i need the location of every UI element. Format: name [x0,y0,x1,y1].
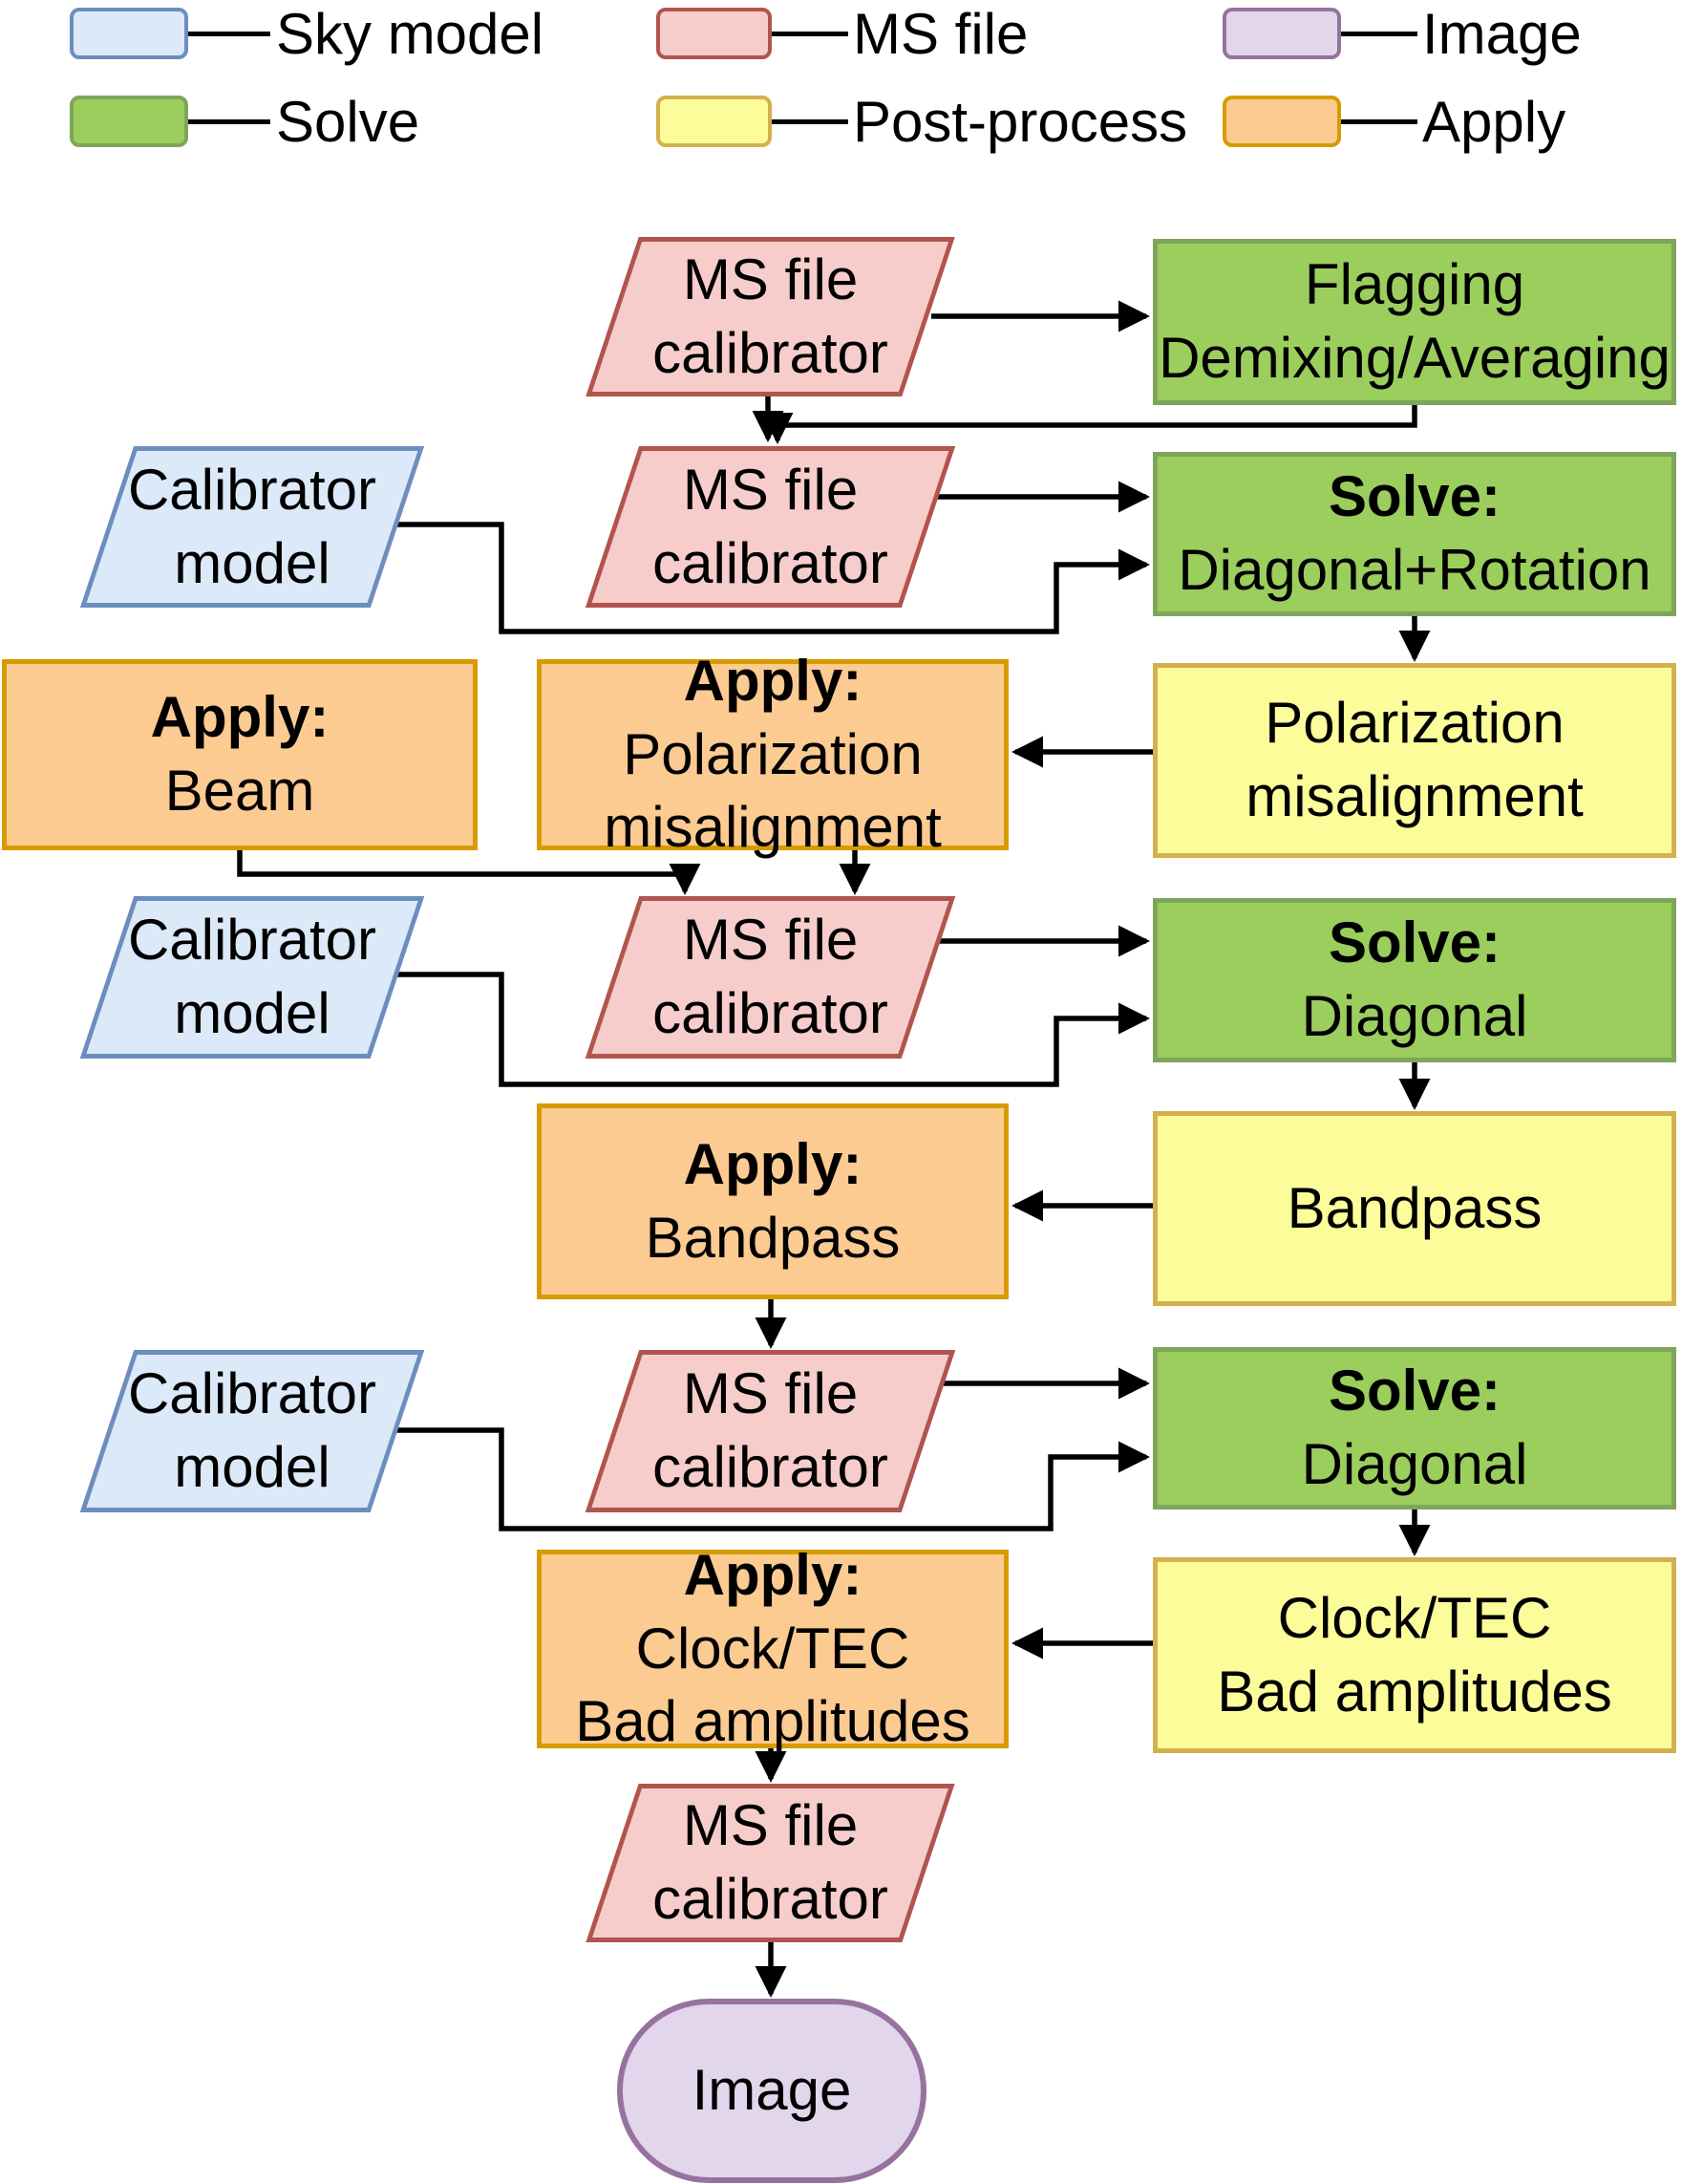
node-label: Demixing/Averaging [1159,326,1671,390]
node-solve-diagonal-rotation: Solve: Diagonal+Rotation [1153,452,1676,616]
node-label: calibrator [652,530,888,595]
node-label: Clock/TEC [635,1616,910,1681]
node-label: MS file [682,1793,859,1858]
node-apply-polarization-misalignment: Apply: Polarization misalignment [537,649,1009,859]
node-ms-file-calibrator-5: MS file calibrator [586,1784,955,1942]
node-apply-bandpass: Apply: Bandpass [537,1103,1009,1299]
node-label: Apply: [150,685,330,750]
edge-applybeam-to-ms3 [237,850,701,895]
node-label: Bad amplitudes [575,1689,970,1754]
node-calibrator-model-3: Calibrator model [79,1350,425,1512]
node-label: calibrator [652,320,888,385]
legend-image-connector [1341,32,1417,36]
node-solve-diagonal-2: Solve: Diagonal [1153,1347,1676,1510]
legend-post-process-swatch [656,96,772,147]
node-label: model [174,1435,330,1499]
node-calibrator-model-2: Calibrator model [79,896,425,1059]
legend-sky-model-label: Sky model [276,2,544,66]
node-label: calibrator [652,1435,888,1499]
legend-sky-model-connector [188,32,270,36]
node-label: Apply: [683,648,862,713]
legend-apply-swatch [1223,96,1341,147]
legend-ms-file-swatch [656,8,772,59]
node-label: Polarization [1265,691,1565,756]
node-apply-beam: Apply: Beam [2,659,478,850]
node-label: calibrator [652,981,888,1045]
node-label: Bandpass [645,1205,901,1270]
edge-cal2-to-solve2 [390,972,1150,1087]
legend-post-process-connector [772,119,848,124]
node-apply-clock-tec-bad-amplitudes: Apply: Clock/TEC Bad amplitudes [537,1543,1009,1753]
node-label: Solve: [1328,1359,1501,1424]
edge-flagging-to-ms2 [761,405,1417,444]
node-clock-tec-bad-amplitudes: Clock/TEC Bad amplitudes [1153,1557,1676,1753]
node-label: model [174,530,330,595]
legend-image-label: Image [1422,2,1582,66]
node-label: MS file [682,908,859,973]
node-label: Image [692,2058,852,2123]
node-ms-file-calibrator-1: MS file calibrator [586,237,955,396]
legend-ms-file-label: MS file [853,2,1029,66]
node-bandpass: Bandpass [1153,1111,1676,1306]
node-label: Diagonal [1301,1432,1528,1496]
node-label: MS file [682,457,859,522]
node-flagging-demixing-averaging: Flagging Demixing/Averaging [1153,239,1676,405]
node-label: misalignment [1246,764,1584,828]
node-label: calibrator [652,1867,888,1931]
node-label: Solve: [1328,464,1501,529]
node-label: Apply: [683,1131,862,1196]
node-label: Flagging [1304,252,1525,317]
node-label: Calibrator [127,1361,377,1426]
node-polarization-misalignment: Polarization misalignment [1153,663,1676,858]
node-image: Image [617,1999,926,2183]
node-label: misalignment [604,795,942,860]
legend-solve-connector [188,119,270,124]
node-label: Beam [164,759,315,823]
node-ms-file-calibrator-4: MS file calibrator [585,1350,956,1512]
node-calibrator-model-1: Calibrator model [79,446,425,608]
node-label: Diagonal+Rotation [1178,538,1651,602]
edge-cal3-to-solve3 [387,1427,1150,1531]
node-label: MS file [682,1361,859,1426]
legend-ms-file-connector [772,32,848,36]
node-ms-file-calibrator-3: MS file calibrator [585,896,956,1059]
node-label: Apply: [683,1542,862,1607]
node-label: Bad amplitudes [1217,1659,1612,1724]
legend-post-process-label: Post-process [853,90,1188,154]
node-label: Bandpass [1287,1175,1543,1240]
legend-solve-swatch [70,96,188,147]
node-label: Solve: [1328,910,1501,975]
node-label: model [174,981,330,1045]
node-label: Clock/TEC [1277,1585,1552,1650]
legend-apply-connector [1341,119,1417,124]
node-label: Diagonal [1301,984,1528,1048]
node-ms-file-calibrator-2: MS file calibrator [585,446,956,608]
legend-solve-label: Solve [276,90,420,154]
edge-cal1-to-solve1 [390,522,1150,634]
node-label: Calibrator [127,908,377,973]
legend-sky-model-swatch [70,8,188,59]
legend-apply-label: Apply [1422,90,1566,154]
node-label: Calibrator [127,457,377,522]
legend-image-swatch [1223,8,1341,59]
node-label: MS file [682,246,859,311]
node-solve-diagonal-1: Solve: Diagonal [1153,898,1676,1062]
node-label: Polarization [623,721,923,786]
